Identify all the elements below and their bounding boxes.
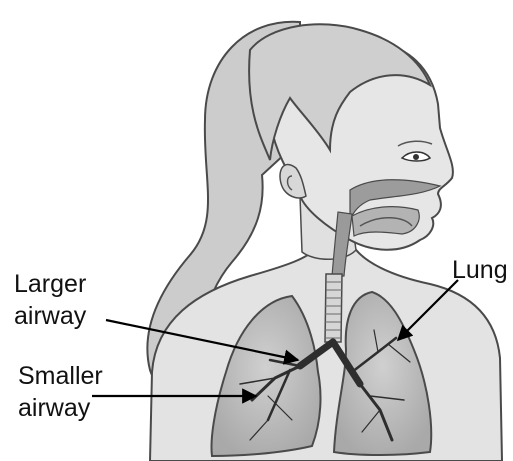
larger-airway-label: Larger airway — [14, 268, 86, 332]
trachea — [325, 274, 342, 342]
larger-airway-label-line2: airway — [14, 300, 86, 332]
larger-airway-label-line1: Larger — [14, 268, 86, 300]
smaller-airway-label: Smaller airway — [18, 360, 103, 424]
lung-label-text: Lung — [452, 254, 508, 286]
smaller-airway-label-line2: airway — [18, 392, 103, 424]
smaller-airway-label-line1: Smaller — [18, 360, 103, 392]
lung-label: Lung — [452, 254, 508, 286]
oral-cavity — [352, 207, 419, 236]
eye-pupil — [413, 154, 419, 160]
